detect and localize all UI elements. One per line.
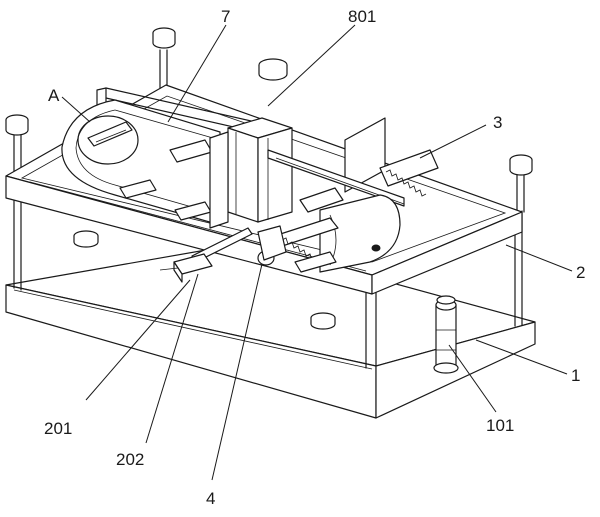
screw-rod-3 <box>379 149 439 197</box>
dampers-101 <box>73 230 459 374</box>
label-2: 2 <box>576 263 585 282</box>
label-201: 201 <box>44 419 72 438</box>
label-3: 3 <box>493 113 502 132</box>
label-801: 801 <box>348 7 376 26</box>
leader-lines <box>61 24 573 481</box>
drive-roller-4 <box>257 194 401 273</box>
label-4: 4 <box>206 489 215 508</box>
detail-a-circle <box>77 115 139 165</box>
label-101: 101 <box>486 416 514 435</box>
push-rod-201-202 <box>159 227 253 283</box>
label-a: A <box>48 86 60 105</box>
label-1: 1 <box>571 366 580 385</box>
reference-labels: 7 801 A 3 2 1 101 201 202 4 <box>44 7 585 508</box>
gantry-801 <box>209 117 405 229</box>
label-202: 202 <box>116 450 144 469</box>
label-7: 7 <box>221 7 230 26</box>
